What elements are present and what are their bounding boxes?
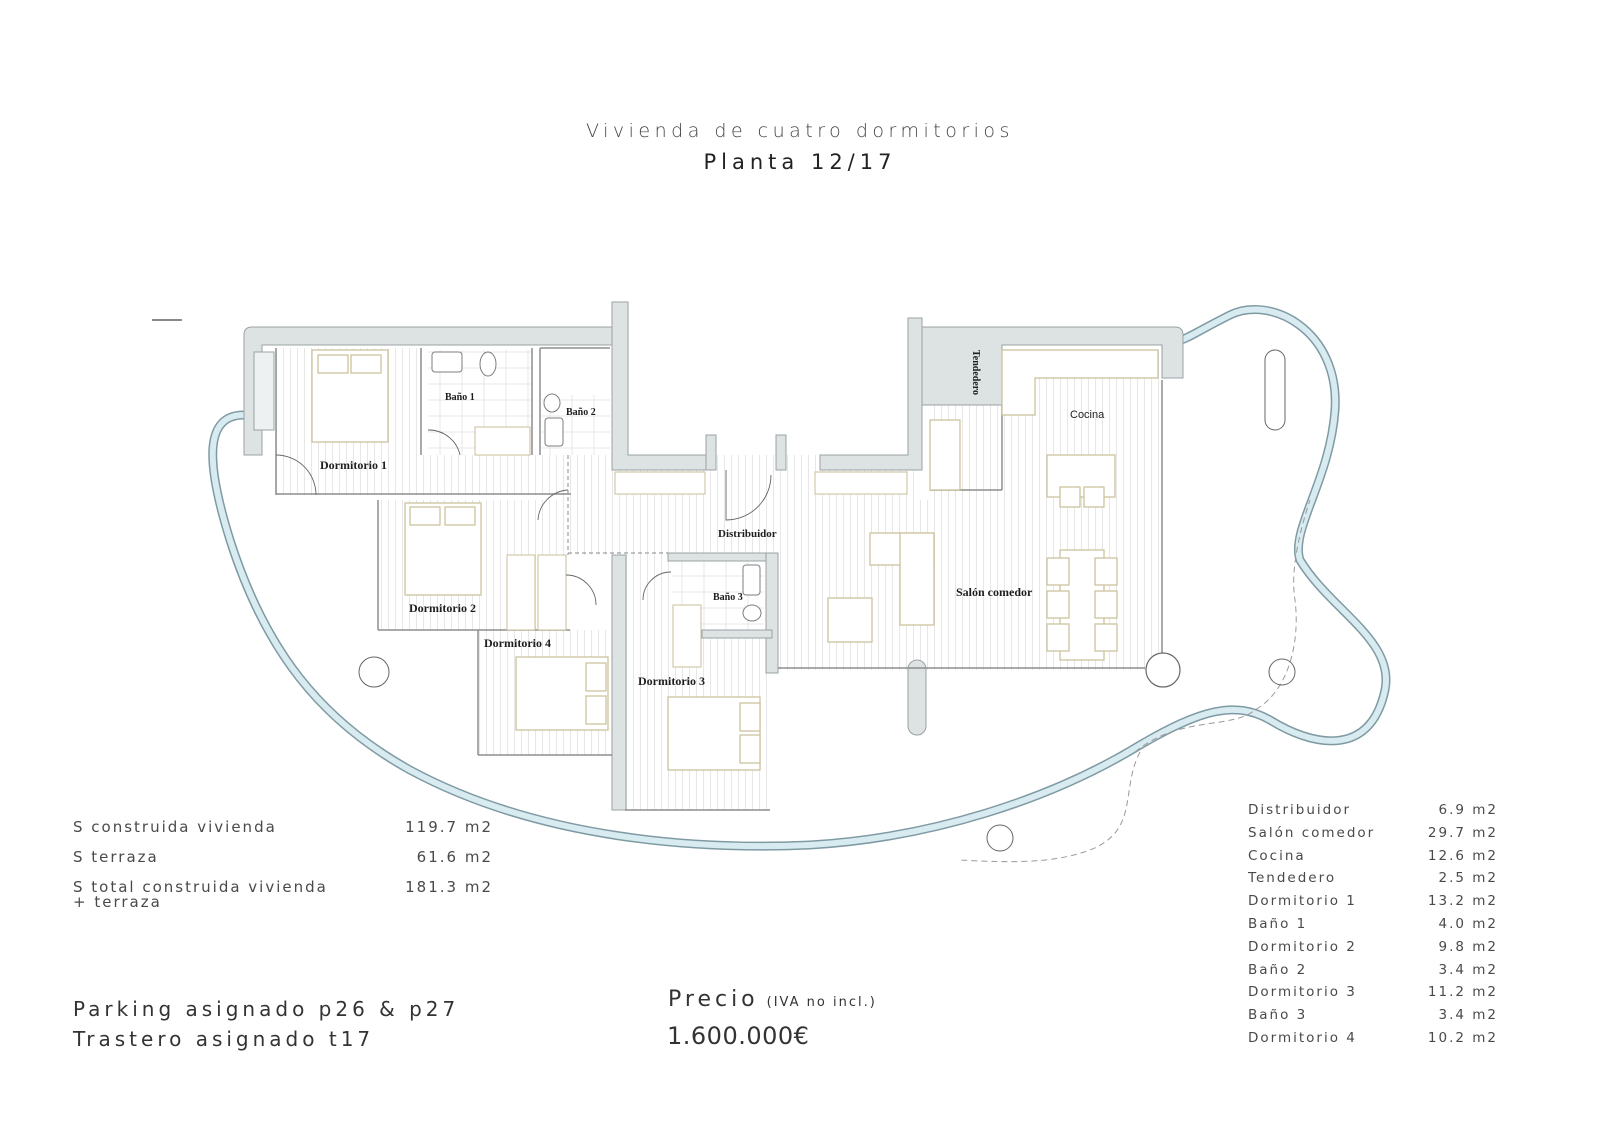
area-label: Tendedero: [1248, 870, 1337, 887]
assignments: Parking asignado p26 & p27 Trastero asig…: [73, 994, 459, 1054]
area-value: 11.2 m2: [1427, 984, 1498, 1001]
area-value: 6.9 m2: [1438, 802, 1498, 818]
label-bano-1: Baño 1: [445, 392, 475, 403]
terrace-dashed-path-2: [959, 751, 1141, 863]
price-label: Precio: [668, 987, 759, 1012]
area-row: Distribuidor 6.9 m2: [1248, 802, 1498, 825]
area-value: 3.4 m2: [1438, 1007, 1498, 1024]
area-row: Dormitorio 3 11.2 m2: [1248, 984, 1498, 1007]
area-row: Dormitorio 2 9.8 m2: [1248, 939, 1498, 962]
area-value: 2.5 m2: [1438, 870, 1498, 887]
area-label: Dormitorio 4: [1248, 1029, 1357, 1046]
area-label: Baño 2: [1248, 961, 1308, 978]
surface-row: S terraza 61.6 m2: [73, 848, 493, 878]
area-value: 12.6 m2: [1427, 847, 1498, 864]
column: [1145, 652, 1181, 688]
surface-label: S construida vivienda: [73, 818, 277, 836]
surface-value: 119.7 m2: [405, 818, 493, 836]
room-labels: Dormitorio 1 Baño 1 Baño 2 Tendedero Coc…: [320, 350, 1105, 688]
label-tendedero: Tendedero: [970, 350, 981, 395]
area-label: Cocina: [1248, 847, 1306, 864]
terrace-dashed-path: [1134, 499, 1311, 753]
surface-value: 61.6 m2: [416, 848, 493, 866]
price-value: 1.600.000€: [667, 1022, 810, 1050]
planter: [986, 824, 1014, 852]
area-label: Dormitorio 1: [1248, 893, 1357, 910]
door-swings: [275, 429, 772, 606]
area-label: Dormitorio 3: [1248, 984, 1357, 1001]
area-label: Baño 3: [1248, 1007, 1308, 1024]
surface-value: 181.3 m2: [405, 878, 493, 896]
label-dormitorio-1: Dormitorio 1: [320, 458, 387, 472]
plan-title: Vivienda de cuatro dormitorios: [586, 120, 1014, 142]
wardrobes: [474, 426, 908, 668]
area-label: Distribuidor: [1248, 802, 1352, 818]
surface-label-line2: + terraza: [73, 893, 162, 911]
area-value: 3.4 m2: [1438, 961, 1498, 978]
area-row: Dormitorio 1 13.2 m2: [1248, 893, 1498, 916]
surfaces-summary: S construida vivienda 119.7 m2 S terraza…: [73, 818, 493, 911]
label-distribuidor: Distribuidor: [718, 528, 777, 540]
area-value: 29.7 m2: [1427, 824, 1498, 841]
label-bano-3: Baño 3: [713, 592, 743, 603]
label-salon-comedor: Salón comedor: [956, 585, 1033, 599]
label-dormitorio-2: Dormitorio 2: [409, 601, 476, 615]
surface-label: S terraza: [73, 848, 159, 866]
area-row: Tendedero 2.5 m2: [1248, 870, 1498, 893]
walls: [243, 301, 1184, 811]
label-cocina: Cocina: [1070, 409, 1105, 421]
area-value: 10.2 m2: [1427, 1029, 1498, 1046]
area-row: Dormitorio 4 10.2 m2: [1248, 1030, 1498, 1053]
surface-row: S construida vivienda 119.7 m2: [73, 818, 493, 848]
area-label: Baño 1: [1248, 915, 1308, 932]
surface-row: S total construida vivienda + terraza 18…: [73, 878, 493, 911]
planter: [1268, 658, 1296, 686]
area-value: 9.8 m2: [1438, 938, 1498, 955]
planter-oval: [1264, 349, 1286, 431]
price-heading: Precio (IVA no incl.): [668, 987, 877, 1012]
price-tax-note: (IVA no incl.): [766, 995, 877, 1010]
area-row: Baño 1 4.0 m2: [1248, 916, 1498, 939]
terrace-railing: [208, 305, 1391, 851]
sanitary: [431, 351, 762, 622]
furniture: [311, 349, 1159, 771]
area-value: 4.0 m2: [1438, 915, 1498, 932]
area-row: Salón comedor 29.7 m2: [1248, 825, 1498, 848]
floor-subtitle: Planta 12/17: [703, 150, 897, 174]
label-dormitorio-3: Dormitorio 3: [638, 674, 705, 688]
area-row: Cocina 12.6 m2: [1248, 848, 1498, 871]
label-dormitorio-4: Dormitorio 4: [484, 636, 551, 650]
storage-assignment: Trastero asignado t17: [73, 1027, 375, 1051]
area-value: 13.2 m2: [1427, 893, 1498, 910]
area-row: Baño 2 3.4 m2: [1248, 962, 1498, 985]
area-label: Salón comedor: [1248, 824, 1376, 841]
surface-label: S total construida vivienda: [73, 878, 328, 896]
label-bano-2: Baño 2: [566, 407, 596, 418]
area-row: Baño 3 3.4 m2: [1248, 1007, 1498, 1030]
parking-assignment: Parking asignado p26 & p27: [73, 997, 460, 1021]
area-label: Dormitorio 2: [1248, 938, 1357, 955]
planter: [358, 656, 390, 688]
